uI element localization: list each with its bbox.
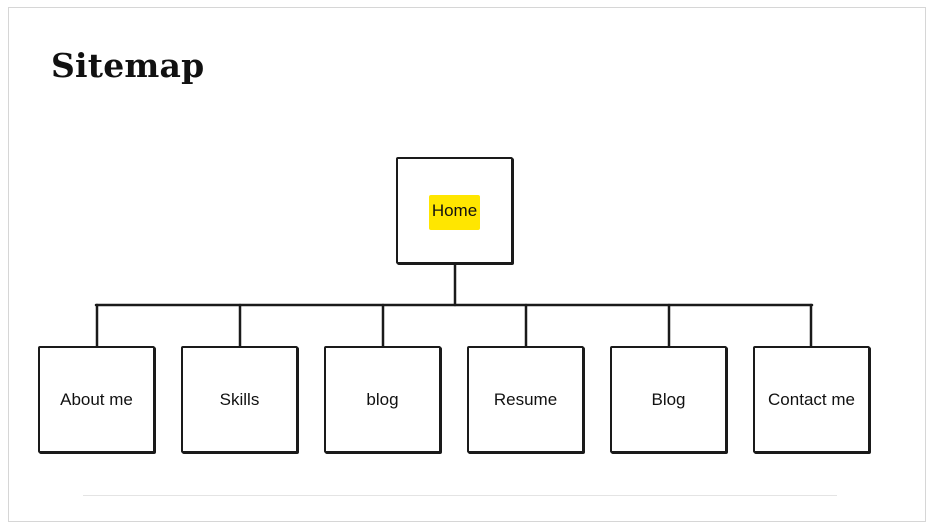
node-skills: Skills bbox=[181, 346, 298, 453]
node-about-me-label: About me bbox=[60, 389, 133, 409]
node-contact-me: Contact me bbox=[753, 346, 870, 453]
node-contact-me-label: Contact me bbox=[768, 389, 855, 409]
node-blog-lower: blog bbox=[324, 346, 441, 453]
node-resume-label: Resume bbox=[493, 389, 558, 409]
node-home-label: Home bbox=[428, 195, 481, 230]
node-home: Home bbox=[396, 157, 513, 264]
bottom-divider bbox=[83, 495, 837, 496]
node-resume: Resume bbox=[467, 346, 584, 453]
page-title: Sitemap bbox=[51, 46, 205, 85]
node-skills-label: Skills bbox=[219, 389, 260, 409]
node-about-me: About me bbox=[38, 346, 155, 453]
node-blog-upper: Blog bbox=[610, 346, 727, 453]
node-blog-lower-label: blog bbox=[366, 389, 399, 409]
node-blog-upper-label: Blog bbox=[651, 389, 686, 409]
